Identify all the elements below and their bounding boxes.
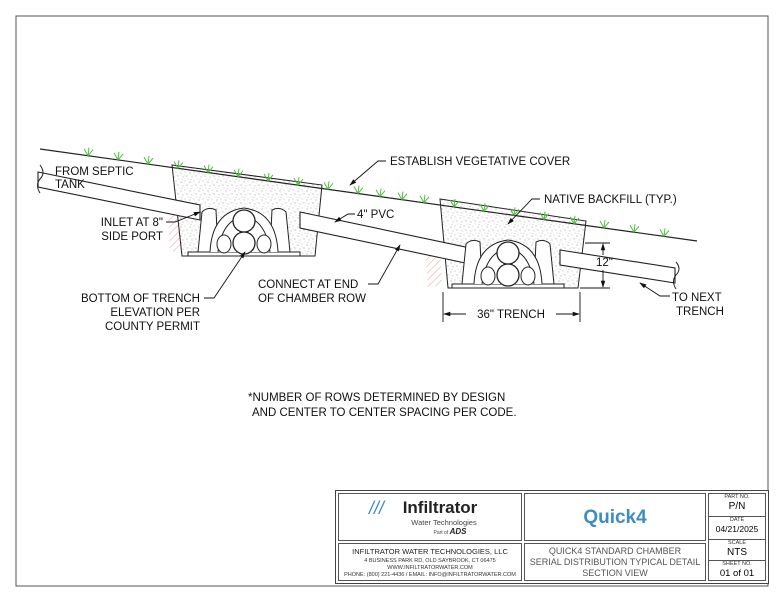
label-trench-width: 36" TRENCH <box>477 309 545 321</box>
label-height: 12" <box>596 257 613 269</box>
title-line-2: SERIAL DISTRIBUTION TYPICAL DETAIL <box>529 557 701 567</box>
ground-line <box>39 148 698 242</box>
company-info-cell: INFILTRATOR WATER TECHNOLOGIES, LLC 4 BU… <box>338 543 522 581</box>
leader-next <box>639 282 670 297</box>
company-logo-cell: /// Infiltrator Water Technologies Part … <box>338 493 522 541</box>
top-port <box>232 209 256 233</box>
chamber-left <box>187 207 301 257</box>
company-website: WWW.INFILTRATORWATER.COM <box>387 565 473 571</box>
date-label: DATE <box>729 517 745 523</box>
grass-tuft <box>293 177 304 187</box>
grass-tuft <box>629 224 640 234</box>
part-no: P/N <box>728 501 746 512</box>
grass-tuft <box>397 191 408 202</box>
company-name: INFILTRATOR WATER TECHNOLOGIES, LLC <box>352 547 508 556</box>
sheet-no: 01 of 01 <box>719 568 755 579</box>
grass-tuft <box>509 207 520 217</box>
grass-tuft <box>599 219 610 230</box>
break-symbol-right <box>673 261 680 290</box>
grass-tuft <box>203 164 214 175</box>
native-soil-hatch-right <box>425 250 442 288</box>
grass-tuft <box>449 198 460 209</box>
grass-tuft <box>375 188 386 199</box>
date: 04/21/2025 <box>715 524 759 534</box>
label-vegetative-cover: ESTABLISH VEGETATIVE COVER <box>390 156 570 168</box>
sheet-no-label: SHEET NO. <box>722 561 752 567</box>
company-contact: PHONE: (800) 221-4436 / EMAIL: INFO@INFI… <box>344 572 516 578</box>
leader-inlet <box>166 211 201 223</box>
grass-tuft <box>233 168 244 179</box>
top-port <box>496 241 520 265</box>
bottom-port <box>232 231 256 255</box>
title-line-3: SECTION VIEW <box>582 568 648 578</box>
grass-tuft <box>419 194 430 205</box>
drawing-title-cell: QUICK4 STANDARD CHAMBER SERIAL DISTRIBUT… <box>524 543 706 581</box>
leader-vegetative <box>349 160 386 186</box>
grass-tuft <box>539 211 550 222</box>
title-line-1: QUICK4 STANDARD CHAMBER <box>548 546 682 556</box>
grass-tuft <box>569 215 580 226</box>
grass-tuft <box>479 203 490 213</box>
break-symbol-left <box>37 164 44 194</box>
company-address: 4 BUSINESS PARK RD, OLD SAYBROOK, CT 064… <box>364 558 496 564</box>
leader-backfill <box>507 198 540 225</box>
title-block: /// Infiltrator Water Technologies Part … <box>335 490 769 584</box>
scale: NTS <box>727 547 747 558</box>
grass-tuft <box>323 181 334 191</box>
grass-tuft <box>173 160 184 170</box>
side-port-left <box>480 266 496 286</box>
side-port-right <box>256 234 272 254</box>
side-port-left <box>216 234 232 254</box>
infiltrator-logo: /// Infiltrator Water Technologies Part … <box>369 498 478 536</box>
product-logo-cell: Quick4 <box>524 493 706 541</box>
scale-label: SCALE <box>727 540 747 546</box>
label-pvc: 4" PVC <box>357 209 394 221</box>
quick4-logo: Quick4 <box>583 507 647 528</box>
grass-tuft <box>353 185 364 196</box>
label-inlet: INLET AT 8"SIDE PORT <box>101 217 163 243</box>
leader-connect <box>368 244 401 285</box>
leader-bottom <box>204 251 246 299</box>
grass-tuft <box>83 147 94 158</box>
grass-tufts <box>83 147 670 238</box>
bottom-port <box>496 263 520 287</box>
label-native-backfill: NATIVE BACKFILL (TYP.) <box>544 194 677 206</box>
grass-tuft <box>263 172 274 183</box>
leader-pvc <box>334 213 355 223</box>
grass-tuft <box>113 151 124 162</box>
chamber-right <box>451 239 565 289</box>
part-no-label: PART NO. <box>724 494 750 500</box>
side-port-right <box>520 266 536 286</box>
grass-tuft <box>143 156 154 166</box>
sheet-border <box>15 15 769 587</box>
grass-tuft <box>659 228 670 238</box>
pvc-pipe <box>37 171 676 284</box>
logo-swoosh-icon: /// <box>369 498 385 518</box>
